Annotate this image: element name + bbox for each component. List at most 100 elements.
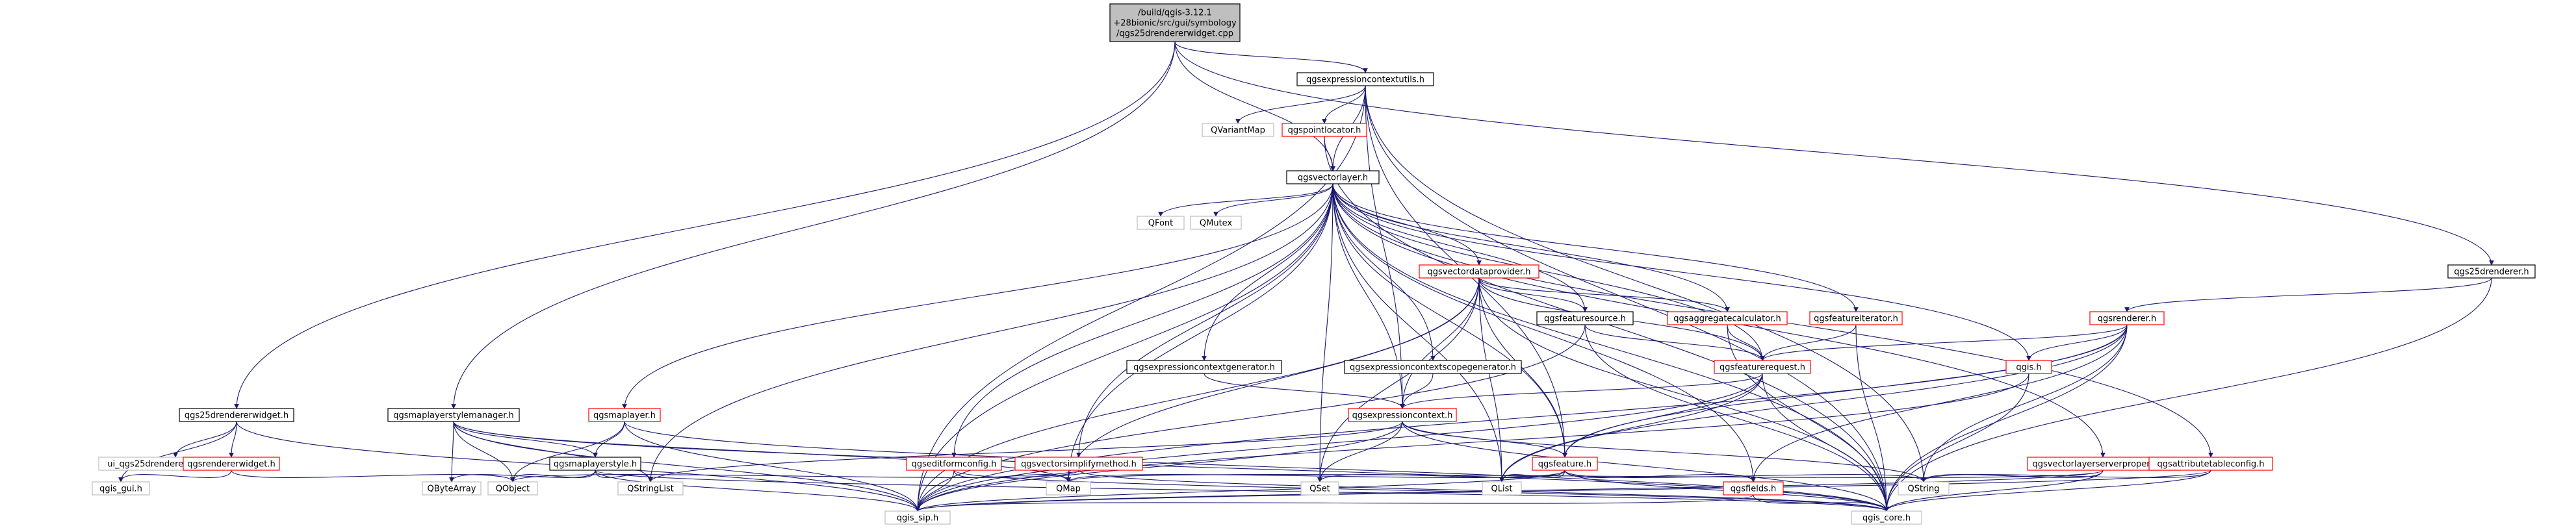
node-qgsfeaturerequest[interactable]: qgsfeaturerequest.h xyxy=(1714,360,1811,374)
dependency-edge-qgsattributetableconfig-to-qgis_sip xyxy=(915,470,2211,512)
node-box xyxy=(387,408,520,422)
dependency-arrow xyxy=(1317,277,1480,483)
node-qgsexpressioncontext[interactable]: qgsexpressioncontext.h xyxy=(1348,408,1457,422)
node-qgis_core: qgis_core.h xyxy=(1851,510,1922,525)
node-qgsaggregatecalculator[interactable]: qgsaggregatecalculator.h xyxy=(1667,311,1788,325)
node-qgis_sip: qgis_sip.h xyxy=(884,510,951,525)
dependency-edge-qgsvectorlayer-to-qgsfeatureiterator xyxy=(1332,183,1859,312)
dependency-arrow xyxy=(1324,136,1335,171)
dependency-arrow xyxy=(1884,470,2211,512)
node-qgseditformconfig[interactable]: qgseditformconfig.h xyxy=(906,457,1002,471)
dependency-arrow xyxy=(953,470,1889,512)
dependency-arrow xyxy=(1317,183,1333,483)
dependency-edge-qgsrenderer-to-qgis_core xyxy=(1884,324,2128,512)
dependency-edge-qgsmaplayerstyle-to-qgis_sip xyxy=(595,470,920,512)
node-qgsexpressioncontextutils[interactable]: qgsexpressioncontextutils.h xyxy=(1296,72,1434,86)
dependency-arrow xyxy=(1400,277,1480,409)
node-qstring: QString xyxy=(1898,481,1950,496)
dependency-edge-qgsfeaturerequest-to-qgsexpressioncontext xyxy=(1400,373,1763,409)
dependency-edge-qgsvectorlayer-to-qgsexpressioncontextscopegenerator xyxy=(1332,183,1436,361)
dependency-edge-qgsvectordataprovider-to-qlist xyxy=(1478,277,1504,483)
dependency-edge-qgsvectordataprovider-to-qgsaggregatecalculator xyxy=(1478,277,1730,312)
dependency-arrow xyxy=(1727,324,1765,361)
node-qmap: QMap xyxy=(1046,481,1091,496)
dependency-edge-qgsfeaturerequest-to-qgis_sip xyxy=(915,373,1763,512)
node-label: qgsmaplayer.h xyxy=(593,411,656,421)
node-label: qgis.h xyxy=(2016,363,2041,373)
node-label: qgsrenderer.h xyxy=(2098,314,2156,324)
node-qgsfields[interactable]: qgsfields.h xyxy=(1723,481,1784,496)
dependency-arrow xyxy=(1884,324,2128,512)
node-qgsattributetableconfig[interactable]: qgsattributetableconfig.h xyxy=(2148,457,2273,471)
node-label: qgsexpressioncontextgenerator.h xyxy=(1133,363,1275,373)
dependency-edge-qgsrenderer-to-qgis xyxy=(2026,324,2128,361)
dependency-arrow xyxy=(648,183,1333,483)
dependency-arrow xyxy=(1174,41,1335,171)
node-qgs25drenderer[interactable]: qgs25drenderer.h xyxy=(2447,264,2536,279)
dependency-arrow xyxy=(1066,277,1480,483)
dependency-arrow xyxy=(453,421,598,458)
dependency-arrow xyxy=(1332,183,1730,312)
dependency-edge-qgsmaplayer-to-qgis_sip xyxy=(624,421,920,512)
dependency-arrow xyxy=(624,421,1889,512)
dependency-edge-qgsmaplayerstylemanager-to-qbytearray xyxy=(449,421,454,483)
node-qvariantmap: QVariantMap xyxy=(1202,123,1274,137)
node-qgsfeature[interactable]: qgsfeature.h xyxy=(1532,457,1598,471)
dependency-arrow xyxy=(453,421,920,512)
dependency-arrow xyxy=(1562,324,2128,458)
dependency-edge-qgsvectordataprovider-to-qmap xyxy=(1066,277,1480,483)
node-qgsfeaturesource[interactable]: qgsfeaturesource.h xyxy=(1536,311,1634,325)
dependency-edge-qgsvectorlayer-to-qset xyxy=(1317,183,1333,483)
node-box xyxy=(1536,311,1634,325)
node-qbytearray: QByteArray xyxy=(422,481,482,496)
dependency-arrow xyxy=(453,421,515,483)
node-root[interactable]: /build/qgis-3.12.1+28bionic/src/gui/symb… xyxy=(1109,3,1241,42)
dependency-edge-qgsvectorlayer-to-qfont xyxy=(1158,183,1333,217)
node-qgsmaplayerstyle[interactable]: qgsmaplayerstyle.h xyxy=(549,457,641,471)
dependency-edge-qgsvectordataprovider-to-qgsfeaturesource xyxy=(1478,277,1588,312)
dependency-arrow xyxy=(1584,324,1765,361)
dependency-arrow xyxy=(173,421,237,458)
node-qgsexpressioncontextscopegenerator[interactable]: qgsexpressioncontextscopegenerator.h xyxy=(1344,360,1522,374)
node-label: qgspointlocator.h xyxy=(1288,126,1361,136)
node-box xyxy=(1286,170,1380,184)
dependency-arrow xyxy=(231,470,515,483)
node-box xyxy=(1667,311,1788,325)
node-qgsmaplayerstylemanager[interactable]: qgsmaplayerstylemanager.h xyxy=(387,408,520,422)
node-box xyxy=(906,457,1002,471)
dependency-edge-qgs25drenderer-to-qgsrenderer xyxy=(2124,277,2492,312)
dependency-arrow xyxy=(1760,324,1857,361)
dependency-edge-qgis-to-qgis_sip xyxy=(915,373,2029,512)
node-label: QString xyxy=(1907,484,1939,494)
node-qgsvectordataprovider[interactable]: qgsvectordataprovider.h xyxy=(1419,264,1539,279)
dependency-edge-qgsmaplayerstyle-to-qobject xyxy=(510,470,596,483)
dependency-arrow xyxy=(2124,277,2492,312)
dependency-edge-qgs25drendererwidget-to-qgis_gui xyxy=(118,421,237,483)
dependency-edge-qgsfeaturesource-to-qgsfeaturerequest xyxy=(1584,324,1765,361)
node-qgsvectorsimplifymethod[interactable]: qgsvectorsimplifymethod.h xyxy=(1014,457,1143,471)
node-qgsmaplayer[interactable]: qgsmaplayer.h xyxy=(588,408,661,422)
node-qgsrendererwidget[interactable]: qgsrendererwidget.h xyxy=(183,457,280,471)
node-qset: QSet xyxy=(1300,481,1339,496)
dependency-arrow xyxy=(2026,324,2128,361)
node-qgsexpressioncontextgenerator[interactable]: qgsexpressioncontextgenerator.h xyxy=(1126,360,1282,374)
node-qgsfeatureiterator[interactable]: qgsfeatureiterator.h xyxy=(1809,311,1903,325)
dependency-edge-qgsfeature-to-qgis_sip xyxy=(915,470,1565,512)
dependency-arrow xyxy=(1332,183,1859,312)
dependency-arrow xyxy=(118,470,232,483)
node-qgspointlocator[interactable]: qgspointlocator.h xyxy=(1282,123,1367,137)
node-box xyxy=(1344,360,1522,374)
dependency-edge-qgs25drendererwidget-to-ui_qgs25d xyxy=(173,421,237,458)
node-qgsvectorlayerserverproperties[interactable]: qgsvectorlayerserverproperties.h xyxy=(2027,457,2179,471)
node-qgsrenderer[interactable]: qgsrenderer.h xyxy=(2089,311,2165,325)
node-qgs25drendererwidget[interactable]: qgs25drendererwidget.h xyxy=(179,408,294,422)
dependency-edge-qgis-to-qgis_core xyxy=(1884,373,2029,512)
node-qgsvectorlayer[interactable]: qgsvectorlayer.h xyxy=(1286,170,1380,184)
dependency-arrow xyxy=(1332,183,2031,361)
dependency-arrow xyxy=(1402,421,1889,512)
node-label: QSet xyxy=(1309,484,1330,494)
dependency-edge-qgsmaplayerstylemanager-to-qobject xyxy=(453,421,515,483)
node-qgis[interactable]: qgis.h xyxy=(2005,360,2052,374)
node-label: qgsfeaturesource.h xyxy=(1544,314,1626,324)
